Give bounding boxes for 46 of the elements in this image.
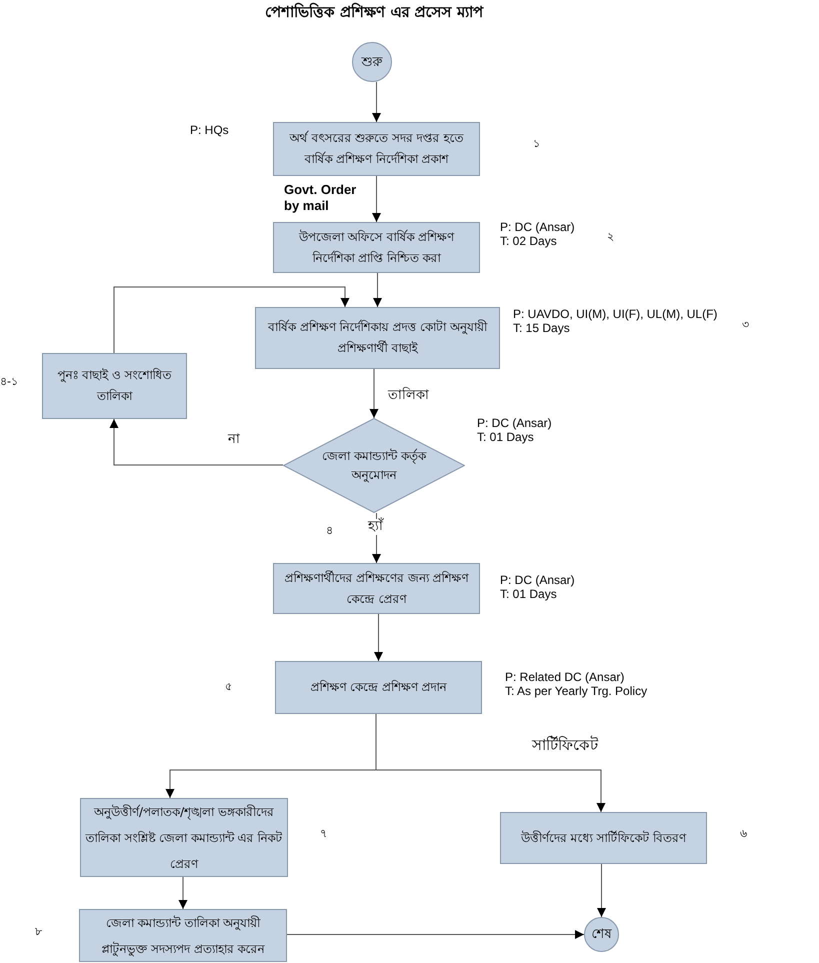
step-number: ৭ — [320, 826, 327, 842]
arrow — [374, 614, 383, 662]
edge-label: হ্যাঁ — [368, 519, 383, 535]
annotation-text: P: DC (Ansar) — [500, 220, 575, 234]
annotation-text: T: 01 Days — [500, 587, 557, 601]
arrow — [178, 876, 188, 910]
step-number: ৪ — [326, 523, 333, 539]
process-box: পুনঃ বাছাই ও সংশোধিত তালিকা — [42, 353, 187, 419]
start-circle: শুরু — [352, 42, 392, 82]
process-box: উপজেলা অফিসে বার্ষিক প্রশিক্ষণ নির্দেশিকা প্রাপ্তি নিশ্চিত করা — [273, 222, 480, 273]
step-number: ২ — [607, 229, 614, 245]
arrow — [372, 176, 381, 222]
arrow — [114, 286, 350, 354]
step-number: ৩ — [742, 317, 749, 333]
end-circle: শেষ — [584, 917, 619, 952]
arrow — [372, 82, 381, 122]
arrow — [286, 930, 584, 939]
step-number: ৮ — [35, 924, 42, 940]
process-box: প্রশিক্ষণ কেন্দ্রে প্রশিক্ষণ প্রদান — [275, 661, 482, 714]
step-number: ৪-১ — [0, 374, 18, 390]
process-box: উত্তীর্ণদের মধ্যে সার্টিফিকেট বিতরণ — [500, 812, 707, 864]
edge-label: সার্টিফিকেট — [532, 737, 598, 753]
arrow — [166, 714, 376, 798]
process-box: অনুউত্তীর্ণ/পলাতক/শৃঙ্খলা ভঙ্গকারীদের তালিকা সংশ্লিষ্ট জেলা কমান্ড্যান্ট এর নিকট প্রেরণ — [80, 798, 288, 877]
arrow — [110, 418, 284, 466]
arrow — [370, 368, 378, 418]
title: পেশাভিত্তিক প্রশিক্ষণ এর প্রসেস ম্যাপ — [265, 2, 483, 23]
step-number: ৫ — [225, 679, 232, 695]
arrow — [597, 864, 606, 918]
process-box: অর্থ বৎসরের শুরুতে সদর দপ্তর হতে বার্ষিক প্রশিক্ষণ নির্দেশিকা প্রকাশ — [273, 122, 480, 176]
annotation-text: T: 15 Days — [513, 321, 570, 335]
annotation-text: P: Related DC (Ansar) — [505, 670, 624, 684]
decision-diamond: জেলা কমান্ড্যান্ট কর্তৃক অনুমোদন — [283, 418, 465, 513]
process-box: বার্ষিক প্রশিক্ষণ নির্দেশিকায় প্রদত্ত কোটা অনুযায়ী প্রশিক্ষণার্থী বাছাই — [255, 307, 500, 369]
arrow — [373, 272, 382, 308]
process-box: প্রশিক্ষণার্থীদের প্রশিক্ষণের জন্য প্রশিক্ষণ কেন্দ্রে প্রেরণ — [273, 563, 480, 614]
step-number: ৬ — [740, 826, 747, 842]
process-box: জেলা কমান্ড্যান্ট তালিকা অনুযায়ী প্লাটুনভুক্ত সদস্যপদ প্রত্যাহার করেন — [79, 909, 287, 962]
annotation-text: T: 02 Days — [500, 234, 557, 248]
step-number: ১ — [533, 136, 540, 152]
annotation-text: T: As per Yearly Trg. Policy — [505, 684, 648, 698]
annotation-text: P: UAVDO, UI(M), UI(F), UL(M), UL(F) — [513, 307, 718, 321]
annotation-text: P: DC (Ansar) — [477, 416, 552, 430]
annotation-text: T: 01 Days — [477, 430, 534, 444]
annotation-text: P: HQs — [190, 123, 229, 137]
annotation-text: P: DC (Ansar) — [500, 573, 575, 587]
